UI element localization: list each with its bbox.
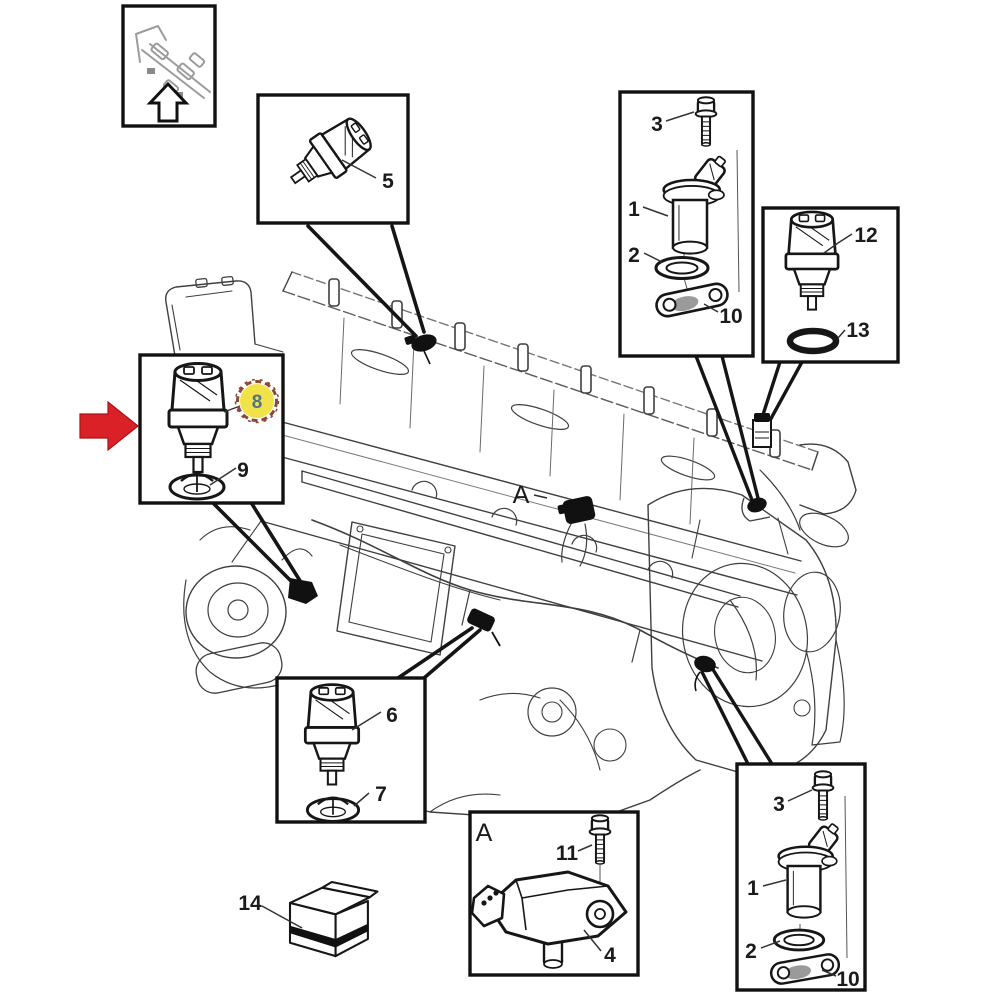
part-label-10: 10 <box>719 305 742 328</box>
o-ring-drawing <box>772 928 826 952</box>
callout-box-cam-sensor-bottom: 3 1 2 10 <box>735 762 867 992</box>
leader-line <box>703 303 719 313</box>
part-label-12: 12 <box>854 224 877 247</box>
location-map-sensor-a <box>557 496 596 524</box>
leader-line <box>583 929 602 952</box>
part-label-9: 9 <box>237 459 249 482</box>
part-label-4: 4 <box>604 944 616 967</box>
location-cam-bottom <box>694 655 716 692</box>
leader-line <box>643 252 663 263</box>
callout-box-map-sensor: A 11 4 <box>468 810 640 977</box>
location-lower-sensor <box>467 608 501 647</box>
seal-drawing <box>168 471 226 501</box>
leader-line <box>823 233 853 254</box>
engine-ref-label: A <box>513 481 530 509</box>
sensor-location-markers <box>288 334 772 692</box>
part-label-2: 2 <box>628 244 640 267</box>
part-label-10: 10 <box>836 968 859 991</box>
callout-box-right-sensor: 12 13 <box>761 206 900 364</box>
leader-line <box>642 206 669 217</box>
kit-box-item: 14 <box>238 880 379 958</box>
leader-line <box>261 905 303 929</box>
callout-box-cam-sensor-top: 3 1 2 10 <box>618 90 755 358</box>
pointer-line-cam-bottom <box>700 670 750 766</box>
up-arrow-icon <box>146 81 190 123</box>
o-ring-drawing <box>654 256 710 280</box>
location-temp-sensor <box>404 334 437 365</box>
callout-box-highlighted-sensor: 8 9 <box>138 353 285 505</box>
leader-line <box>353 792 370 807</box>
location-cam-top <box>741 497 771 522</box>
pointer-line-highlighted-sensor <box>212 502 298 588</box>
leader-line <box>209 467 237 486</box>
pointer-line-cam-top <box>694 354 754 502</box>
location-highlighted-sensor <box>288 578 318 604</box>
pointer-leaders <box>212 224 804 766</box>
leader-line <box>821 969 837 977</box>
leader-line <box>341 159 377 179</box>
leader-line <box>762 879 787 887</box>
part-label-11: 11 <box>556 842 579 865</box>
kit-box-drawing <box>288 880 379 958</box>
leader-line <box>787 789 813 802</box>
location-right-sensor <box>752 413 772 448</box>
part-label-3: 3 <box>651 113 663 136</box>
leader-line <box>760 940 781 949</box>
part-label-8: 8 <box>252 392 263 413</box>
part-label-7: 7 <box>375 783 387 806</box>
part-label-13: 13 <box>846 319 869 342</box>
engine-reference-a: A <box>513 481 548 509</box>
part-label-6: 6 <box>386 704 398 727</box>
leader-line <box>837 329 846 339</box>
map-sensor-drawing <box>470 870 628 969</box>
pointer-line-temp-sensor <box>306 224 418 338</box>
pointer-line-lower-sensor <box>396 626 474 680</box>
part-label-1: 1 <box>628 198 640 221</box>
part-label-3: 3 <box>773 793 785 816</box>
callout-box-overview <box>121 4 217 128</box>
callout-box-temp-sensor: 5 <box>256 93 410 225</box>
part-label-1: 1 <box>747 877 759 900</box>
part-label-2: 2 <box>745 940 757 963</box>
part-label-5: 5 <box>382 170 394 193</box>
leader-line <box>351 711 382 731</box>
callout-box-lower-sensor: 6 7 <box>275 676 427 824</box>
seal-drawing <box>305 795 361 823</box>
leader-line <box>665 111 695 122</box>
part-label-14: 14 <box>238 892 262 915</box>
engine-line-art <box>165 271 857 825</box>
leader-line <box>577 844 593 852</box>
highlight-circle: 8 <box>234 378 280 424</box>
red-arrow-icon <box>79 400 139 452</box>
engine-ref-dash <box>533 494 548 499</box>
view-label-a: A <box>476 819 493 847</box>
